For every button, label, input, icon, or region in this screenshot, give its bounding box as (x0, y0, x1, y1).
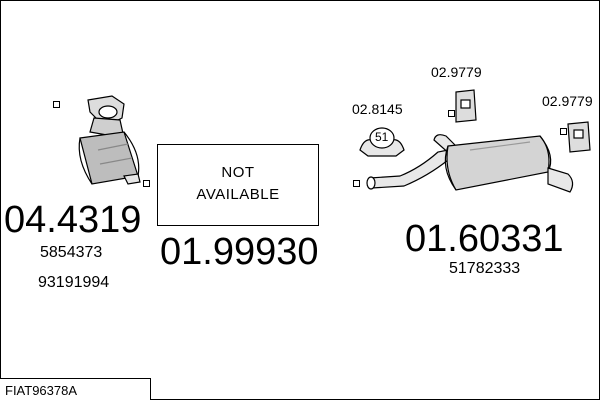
marker-cat-right (143, 180, 150, 187)
not-available-box: NOT AVAILABLE (157, 144, 319, 226)
catalytic-converter-drawing (78, 95, 141, 185)
rubber-mount-drawing-2 (567, 121, 591, 153)
part-code-catalytic-converter: 04.4319 (4, 199, 142, 241)
oem-number-rear-silencer-1: 51782333 (449, 260, 521, 277)
part-code-rear-silencer: 01.60331 (405, 218, 564, 260)
reference-box: FIAT96378A (0, 378, 151, 400)
clamp-drawing (359, 127, 405, 157)
clamp-label: 51 (375, 130, 389, 144)
oem-number-catalytic-converter-2: 93191994 (38, 274, 110, 291)
accessory-code-clamp: 02.8145 (352, 101, 403, 117)
not-available-line2: AVAILABLE (196, 186, 280, 203)
reference-code: FIAT96378A (5, 383, 78, 398)
rubber-mount-drawing-1 (455, 89, 477, 123)
marker-mount-2 (560, 128, 567, 135)
accessory-code-mount-2: 02.9779 (542, 93, 593, 109)
oem-number-catalytic-converter-1: 5854373 (40, 244, 103, 261)
not-available-line1: NOT (221, 164, 255, 181)
rear-silencer-drawing (366, 134, 574, 193)
marker-mount-1 (448, 110, 455, 117)
marker-cat-top (53, 101, 60, 108)
marker-silencer-left (353, 180, 360, 187)
accessory-code-mount-1: 02.9779 (431, 64, 482, 80)
part-code-middle-section: 01.99930 (160, 231, 319, 273)
